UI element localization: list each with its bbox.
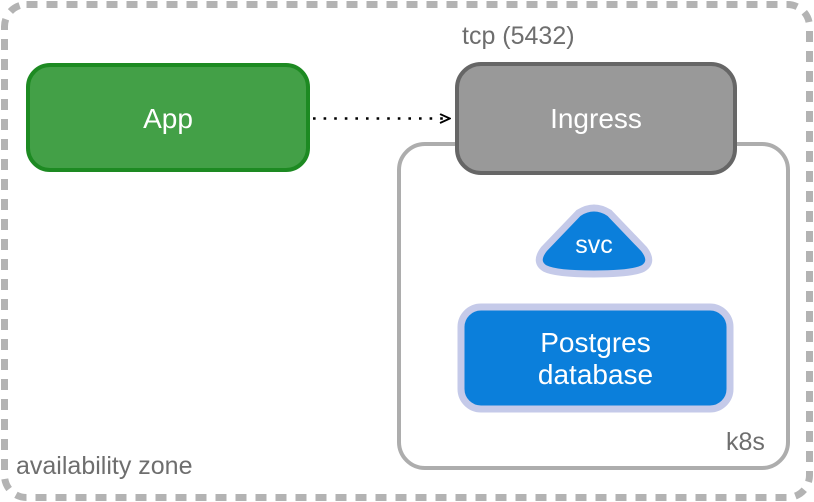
- node-postgres-shape[interactable]: [457, 303, 734, 413]
- node-app-shape[interactable]: [26, 63, 310, 172]
- node-ingress-shape[interactable]: [455, 62, 737, 175]
- node-svc-shape[interactable]: [535, 204, 653, 278]
